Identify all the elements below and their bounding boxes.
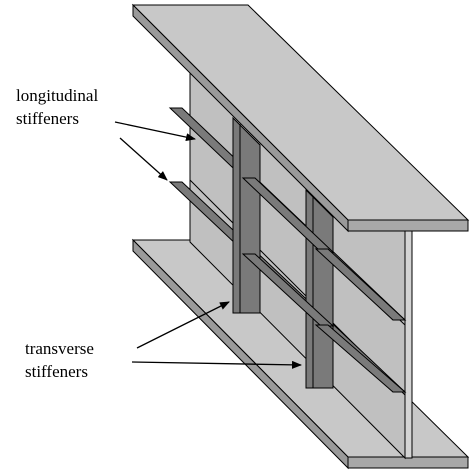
transverse-stiffener-1 [232, 116, 261, 314]
label-transverse-line1: transverse [25, 339, 94, 358]
arrow-to-transverse-2 [131, 360, 302, 369]
pointer-arrows [114, 121, 302, 369]
long-stiffener-upper-seg-b [314, 248, 407, 321]
long-stiffener-lower-seg-a [241, 253, 335, 327]
transverse-stiffener-2 [305, 188, 334, 389]
label-transverse-line2: stiffeners [25, 362, 88, 381]
long-stiffener-upper-seg-a [241, 177, 335, 253]
web-end-edge [404, 230, 413, 459]
arrow-to-longitudinal-upper [114, 121, 196, 142]
bottom-flange-end-edge [347, 456, 469, 469]
arrow-to-transverse-1 [136, 301, 230, 349]
arrow-to-longitudinal-lower [119, 137, 168, 181]
label-longitudinal-line1: longitudinal [16, 86, 98, 105]
label-longitudinal-line2: stiffeners [16, 109, 79, 128]
long-stiffener-lower-seg-b [314, 324, 407, 393]
top-flange [131, 3, 470, 233]
top-flange-end-edge [347, 219, 469, 232]
longitudinal-stiffener-front-segments [241, 177, 407, 393]
